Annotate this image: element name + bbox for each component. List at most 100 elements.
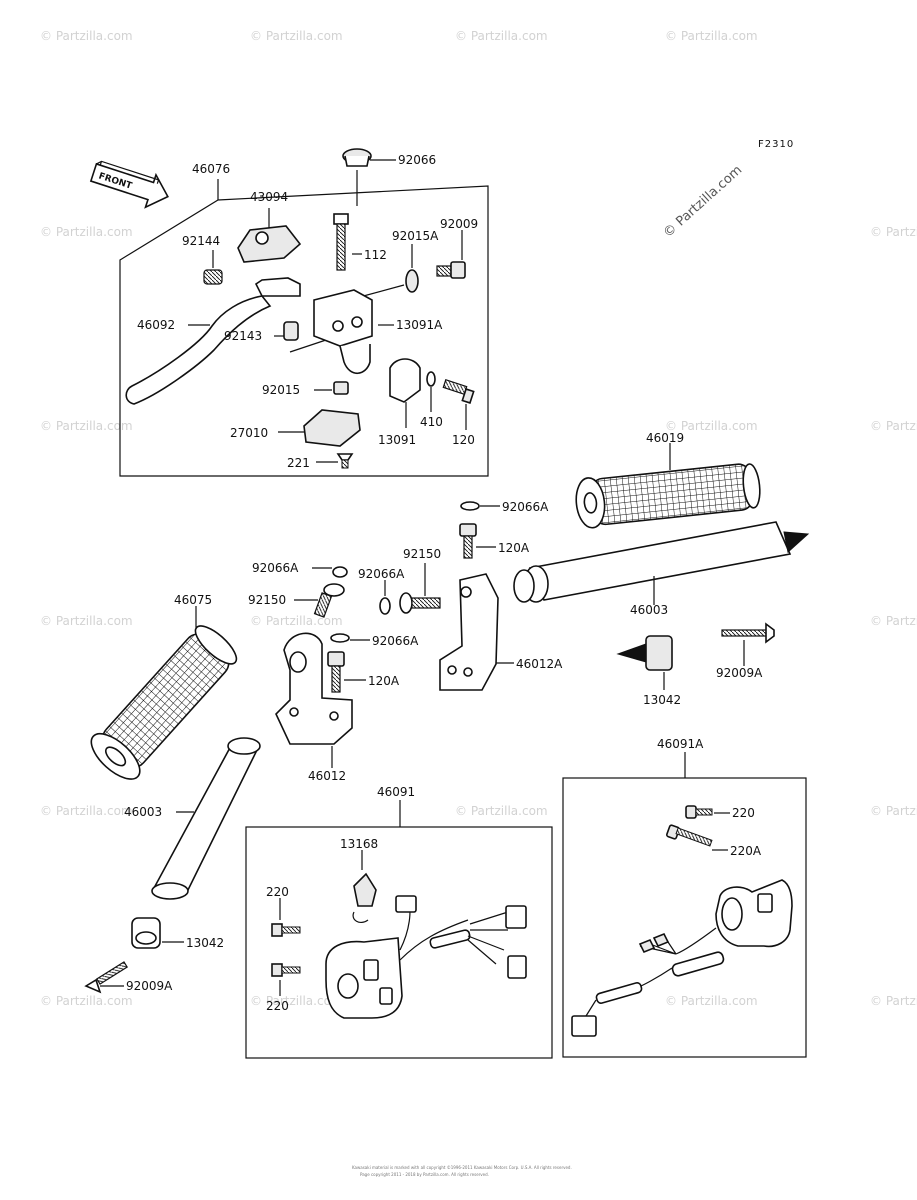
callout-46019: 46019 bbox=[646, 431, 684, 445]
callout-46075: 46075 bbox=[174, 593, 212, 607]
callout-46003-right: 46003 bbox=[630, 603, 668, 617]
lever-holder-part bbox=[237, 208, 302, 263]
brake-switch bbox=[278, 409, 361, 447]
right-grip bbox=[575, 463, 761, 529]
watermark: © Partzilla.com bbox=[870, 804, 917, 818]
bolt-120a-1 bbox=[459, 523, 496, 559]
screw-220-left-1 bbox=[271, 898, 301, 937]
throttle-pipe-right bbox=[513, 521, 810, 605]
bolt-92150-1 bbox=[399, 563, 441, 614]
callout-92150-2: 92150 bbox=[248, 593, 286, 607]
left-grip bbox=[90, 625, 238, 780]
watermark: © Partzilla.com bbox=[870, 225, 917, 239]
end-weight-left bbox=[131, 917, 184, 949]
callout-120a-2: 120A bbox=[368, 674, 400, 688]
callout-92066a-1: 92066A bbox=[502, 500, 549, 514]
collar-92143 bbox=[274, 321, 333, 353]
spring-part bbox=[203, 250, 223, 285]
callout-92009: 92009 bbox=[440, 217, 478, 231]
callout-92009a-right: 92009A bbox=[716, 666, 763, 680]
callout-92066a-3: 92066A bbox=[358, 567, 405, 581]
screw-220-right bbox=[685, 805, 730, 819]
callout-92144: 92144 bbox=[182, 234, 220, 248]
switch-housing-right bbox=[571, 879, 793, 1037]
front-arrow-icon: FRONT bbox=[89, 160, 169, 209]
lever-assembly-box bbox=[119, 185, 489, 477]
callout-13168: 13168 bbox=[340, 837, 378, 851]
watermark: © Partzilla.com bbox=[665, 419, 758, 433]
callout-46012: 46012 bbox=[308, 769, 346, 783]
watermark: © Partzilla.com bbox=[40, 419, 133, 433]
watermark: © Partzilla.com bbox=[40, 29, 133, 43]
callout-112: 112 bbox=[364, 248, 387, 262]
watermark: © Partzilla.com bbox=[250, 994, 343, 1008]
bolt-120 bbox=[442, 379, 475, 430]
watermark: © Partzilla.com bbox=[870, 419, 917, 433]
callout-410: 410 bbox=[420, 415, 443, 429]
screw-220a-right bbox=[666, 824, 728, 851]
callout-220-left-1: 220 bbox=[266, 885, 289, 899]
footer-line-1: Kawasaki material is marked with all cop… bbox=[352, 1165, 572, 1170]
brake-lever bbox=[125, 277, 301, 405]
washer-410 bbox=[426, 371, 436, 412]
watermark: © Partzilla.com bbox=[40, 614, 133, 628]
callout-46003-left: 46003 bbox=[124, 805, 162, 819]
switch-part-13168 bbox=[352, 850, 377, 924]
bolt-92009a-right bbox=[721, 622, 775, 666]
callout-120a-1: 120A bbox=[498, 541, 530, 555]
watermark: © Partzilla.com bbox=[40, 994, 133, 1008]
callout-220-left-2: 220 bbox=[266, 999, 289, 1013]
callout-92150-1: 92150 bbox=[403, 547, 441, 561]
callout-43094: 43094 bbox=[250, 190, 288, 204]
throttle-housing-upper bbox=[439, 573, 514, 691]
watermark: © Partzilla.com bbox=[250, 614, 343, 628]
end-weight-right bbox=[616, 635, 673, 690]
watermark: © Partzilla.com bbox=[870, 994, 917, 1008]
callout-46092: 46092 bbox=[137, 318, 175, 332]
callout-13042-right: 13042 bbox=[643, 693, 681, 707]
screw-92009 bbox=[436, 230, 466, 279]
figure-code: F2310 bbox=[758, 139, 794, 150]
clamp-13091 bbox=[389, 358, 421, 428]
callout-46076: 46076 bbox=[192, 162, 230, 176]
watermark: © Partzilla.com bbox=[40, 804, 133, 818]
callout-46012a: 46012A bbox=[516, 657, 563, 671]
rubber-cap bbox=[342, 148, 396, 206]
callout-13042-left: 13042 bbox=[186, 936, 224, 950]
watermark: © Partzilla.com bbox=[40, 225, 133, 239]
screw-220-left-2 bbox=[271, 963, 301, 996]
watermark: © Partzilla.com bbox=[455, 29, 548, 43]
washer-92066a-3 bbox=[379, 580, 391, 615]
callout-120: 120 bbox=[452, 433, 475, 447]
washer-92066a-4 bbox=[330, 633, 370, 643]
watermark: © Partzilla.com bbox=[870, 614, 917, 628]
callout-92015: 92015 bbox=[262, 383, 300, 397]
callout-220-right: 220 bbox=[732, 806, 755, 820]
callout-27010: 27010 bbox=[230, 426, 268, 440]
washer-92066a-2 bbox=[312, 566, 348, 578]
bolt-120a-2 bbox=[327, 651, 366, 693]
bolt-112 bbox=[333, 213, 362, 271]
callout-92143: 92143 bbox=[224, 329, 262, 343]
watermark-dark: © Partzilla.com bbox=[661, 163, 746, 241]
watermark: © Partzilla.com bbox=[455, 804, 548, 818]
watermark: © Partzilla.com bbox=[250, 29, 343, 43]
callout-92066a-2: 92066A bbox=[252, 561, 299, 575]
nut-92015a bbox=[355, 244, 419, 299]
callout-13091: 13091 bbox=[378, 433, 416, 447]
callout-92009a-left: 92009A bbox=[126, 979, 173, 993]
watermark: © Partzilla.com bbox=[665, 994, 758, 1008]
callout-221: 221 bbox=[287, 456, 310, 470]
callout-46091: 46091 bbox=[377, 785, 415, 799]
bolt-92150-2 bbox=[294, 583, 345, 618]
callout-220a: 220A bbox=[730, 844, 762, 858]
nut-92015 bbox=[314, 381, 349, 395]
callout-92066a-4: 92066A bbox=[372, 634, 419, 648]
callout-92066-top: 92066 bbox=[398, 153, 436, 167]
throttle-housing-lower bbox=[275, 632, 353, 768]
footer-line-2: Page copyright 2011 - 2018 by Partzilla.… bbox=[360, 1172, 489, 1177]
watermark: © Partzilla.com bbox=[665, 29, 758, 43]
switch-housing-left bbox=[325, 895, 527, 1019]
bolt-92009a-left bbox=[84, 961, 128, 994]
